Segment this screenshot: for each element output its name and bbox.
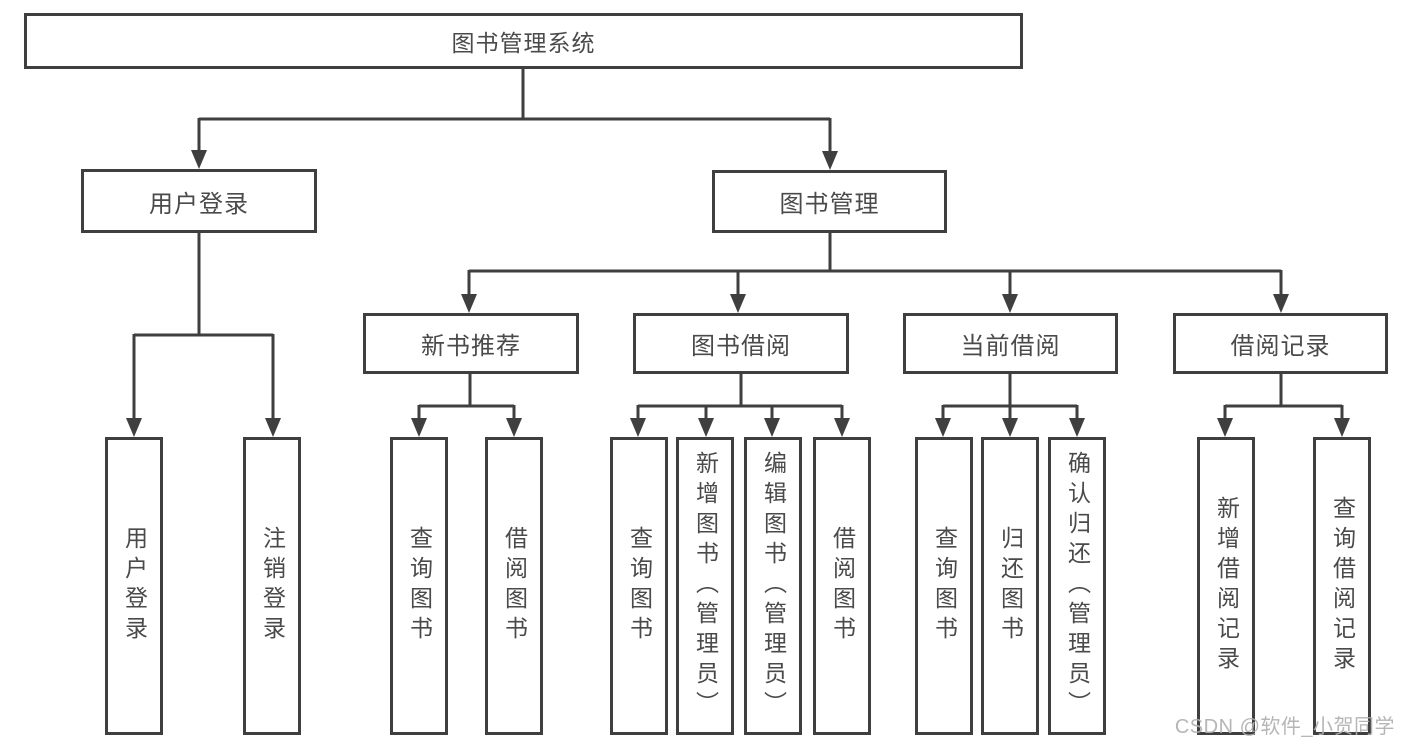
leaf-label: 新增图书（管理员） xyxy=(692,451,719,721)
leaf-label: 注销登录 xyxy=(259,526,286,646)
leaf-label: 查询借阅记录 xyxy=(1329,496,1356,676)
leaf-label: 借阅图书 xyxy=(829,526,856,646)
node-library-management-system: 图书管理系统 xyxy=(24,13,1023,69)
leaf-return-books: 归还图书 xyxy=(981,437,1039,735)
leaf-label: 用户登录 xyxy=(121,526,148,646)
leaf-add-books-admin: 新增图书（管理员） xyxy=(676,437,734,735)
leaf-logout: 注销登录 xyxy=(243,437,301,735)
leaf-label: 借阅图书 xyxy=(501,526,528,646)
leaf-label: 查询图书 xyxy=(626,526,653,646)
leaf-label: 查询图书 xyxy=(406,526,433,646)
leaf-label: 确认归还（管理员） xyxy=(1064,451,1091,721)
leaf-query-books: 查询图书 xyxy=(390,437,448,735)
node-book-management: 图书管理 xyxy=(712,170,947,233)
csdn-watermark: CSDN @软件_小贺同学 xyxy=(1174,716,1395,738)
leaf-query-books: 查询图书 xyxy=(610,437,668,735)
leaf-query-books: 查询图书 xyxy=(915,437,973,735)
leaf-edit-books-admin: 编辑图书（管理员） xyxy=(744,437,802,735)
node-label: 当前借阅 xyxy=(960,333,1061,360)
leaf-query-borrow-record: 查询借阅记录 xyxy=(1313,437,1371,735)
node-label: 图书管理 xyxy=(779,191,880,218)
node-label: 用户登录 xyxy=(149,190,249,218)
leaf-label: 查询图书 xyxy=(931,526,958,646)
leaf-borrow-books: 借阅图书 xyxy=(485,437,543,735)
node-new-book-recommendation: 新书推荐 xyxy=(363,313,579,374)
leaf-user-login: 用户登录 xyxy=(105,437,163,735)
node-label: 图书管理系统 xyxy=(451,30,596,56)
node-current-borrowing: 当前借阅 xyxy=(903,313,1118,374)
node-book-borrowing: 图书借阅 xyxy=(633,313,849,374)
leaf-confirm-return-admin: 确认归还（管理员） xyxy=(1048,437,1106,735)
node-borrowing-records: 借阅记录 xyxy=(1173,313,1388,374)
node-user-login: 用户登录 xyxy=(81,169,317,233)
node-label: 图书借阅 xyxy=(691,333,791,360)
leaf-borrow-books: 借阅图书 xyxy=(813,437,871,735)
leaf-label: 新增借阅记录 xyxy=(1213,496,1240,676)
node-label: 借阅记录 xyxy=(1230,333,1331,360)
leaf-label: 编辑图书（管理员） xyxy=(760,451,787,721)
node-label: 新书推荐 xyxy=(421,333,521,360)
leaf-label: 归还图书 xyxy=(997,526,1024,646)
leaf-add-borrow-record: 新增借阅记录 xyxy=(1197,437,1255,735)
